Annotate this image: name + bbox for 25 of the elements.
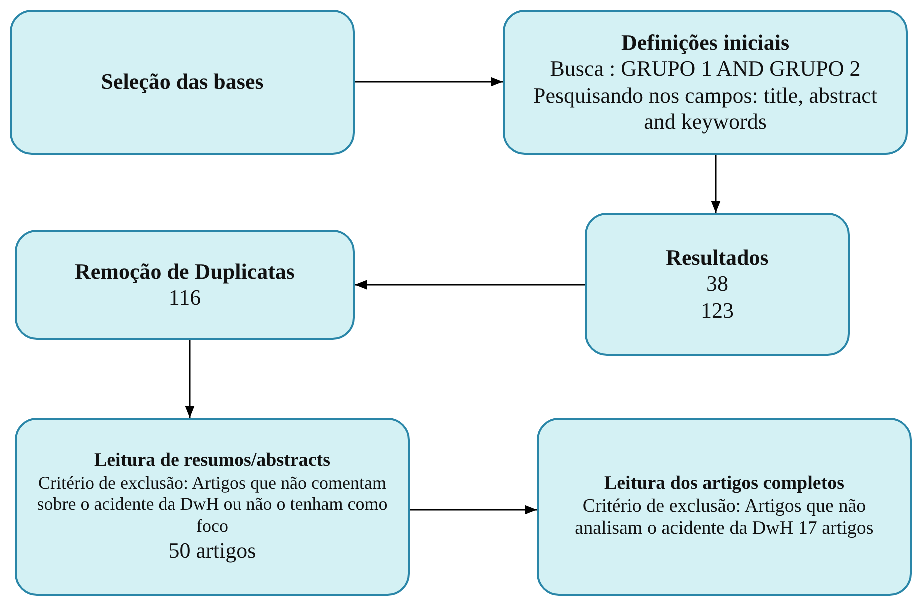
box-heading: Leitura de resumos/abstracts <box>94 450 331 473</box>
process-box <box>15 230 355 340</box>
process-box <box>503 10 908 155</box>
arrow <box>355 280 585 290</box>
box-heading: Leitura dos artigos completos <box>604 472 845 496</box>
process-box <box>537 418 912 596</box>
box-heading: Definições iniciais <box>621 30 790 56</box>
box-text: Busca : GRUPO 1 AND GRUPO 2 <box>550 56 861 82</box>
box-heading: Resultados <box>666 244 769 272</box>
box-heading: Seleção das bases <box>101 69 264 96</box>
arrow <box>185 340 195 418</box>
process-box <box>10 10 355 155</box>
process-box <box>585 213 850 356</box>
box-heading: Remoção de Duplicatas <box>75 258 295 285</box>
arrow <box>355 77 503 87</box>
box-text: Pesquisando nos campos: title, abstract and keywords <box>532 82 878 136</box>
box-text: 38 <box>706 271 728 298</box>
box-text: 123 <box>701 298 734 324</box>
box-text: 50 artigos <box>168 538 256 564</box>
box-text: Critério de exclusão: Artigos que não comentam sobre o acidente da DwH ou não o tenham como foco <box>36 472 389 538</box>
box-text: Critério de exclusão: Artigos que não analisam o acidente da DwH 17 artigos <box>574 496 875 542</box>
arrow <box>410 505 537 515</box>
process-box <box>15 418 410 596</box>
arrow <box>711 155 721 213</box>
box-text: 116 <box>168 285 202 312</box>
